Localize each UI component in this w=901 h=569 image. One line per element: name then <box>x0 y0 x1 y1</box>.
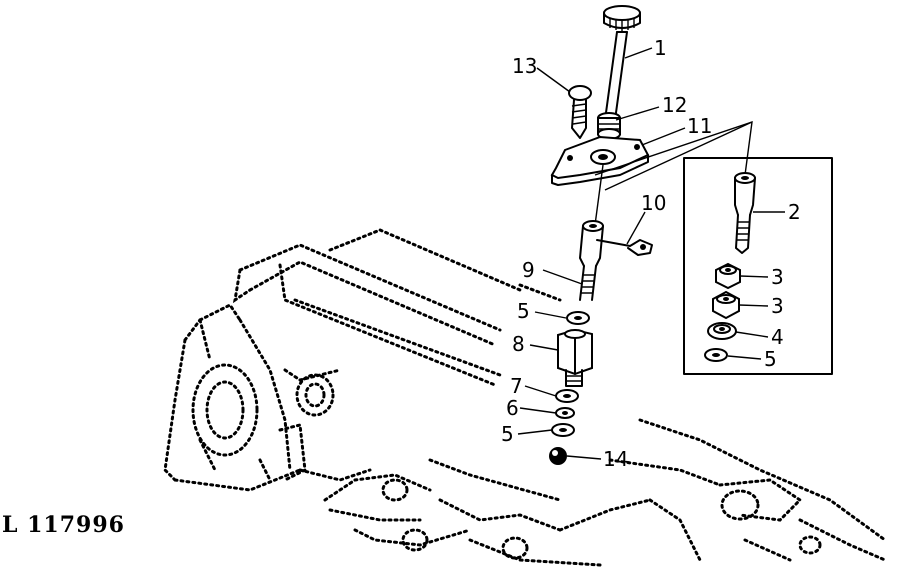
callout-5-upper: 5 <box>517 299 530 323</box>
callout-14: 14 <box>603 447 628 471</box>
callout-6: 6 <box>506 396 519 420</box>
callout-11: 11 <box>687 114 712 138</box>
callout-5-lower: 5 <box>501 422 514 446</box>
housing-outline <box>163 228 887 567</box>
callout-1: 1 <box>654 36 667 60</box>
callout-4: 4 <box>771 325 784 349</box>
part-12-spring <box>597 112 621 140</box>
callout-3-lower: 3 <box>771 294 784 318</box>
part-9-shaft <box>579 220 604 301</box>
callout-10: 10 <box>641 191 666 215</box>
part-11-plate <box>550 135 650 186</box>
leader-lines <box>517 47 785 460</box>
callout-5-inset: 5 <box>764 347 777 371</box>
part-10-clip <box>596 239 653 256</box>
figure-id: L 117996 <box>2 512 125 538</box>
part-13-screw <box>568 85 592 139</box>
part-14-ball <box>549 447 567 465</box>
callout-9: 9 <box>522 258 535 282</box>
callout-2: 2 <box>788 200 801 224</box>
part-8-hex-body <box>557 328 593 387</box>
callout-13: 13 <box>512 54 537 78</box>
callout-8: 8 <box>512 332 525 356</box>
callout-7: 7 <box>510 374 523 398</box>
part-1-knob-rod <box>603 5 641 121</box>
callout-3-upper: 3 <box>771 265 784 289</box>
callout-12: 12 <box>662 93 687 117</box>
inset-box <box>683 157 833 375</box>
